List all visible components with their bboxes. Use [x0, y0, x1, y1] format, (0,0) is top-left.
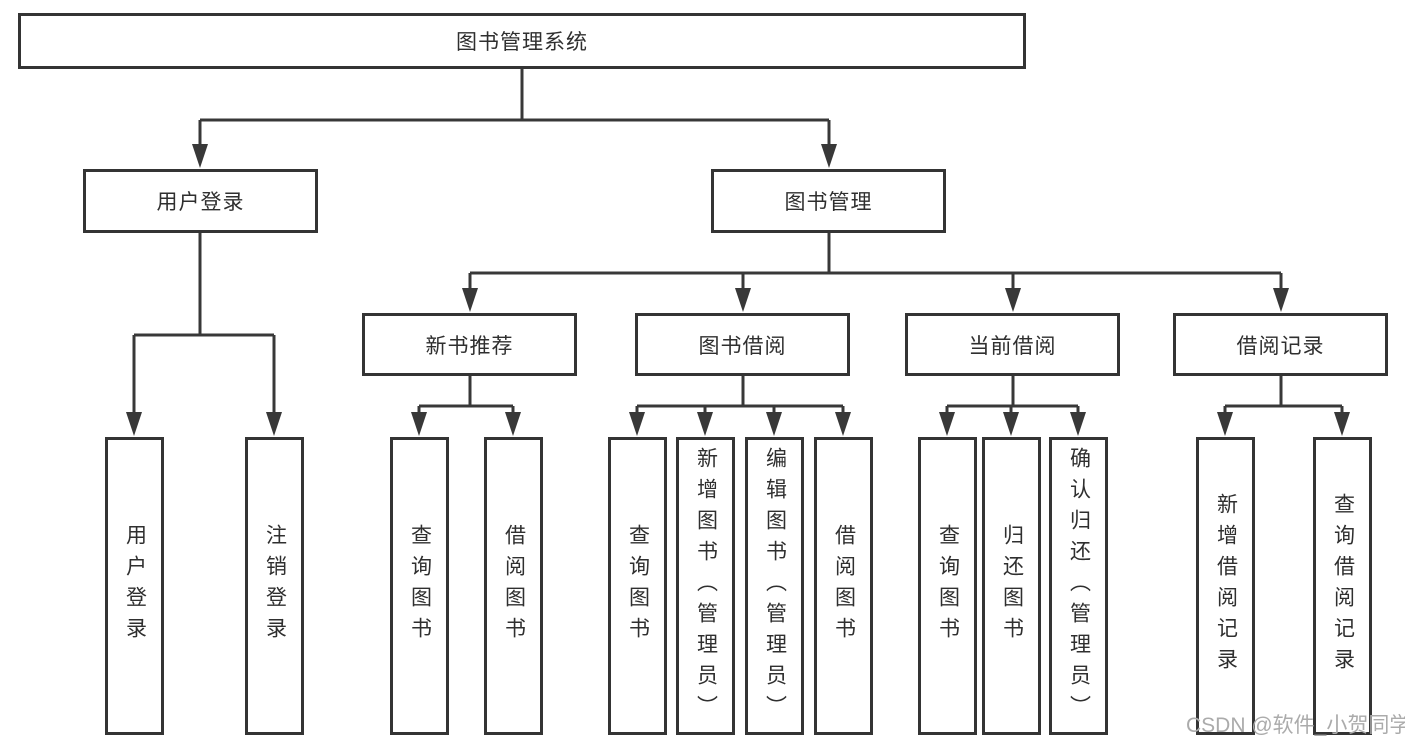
node-library-management-system: 图书管理系统 [18, 13, 1026, 69]
arrowheads [126, 144, 1350, 436]
leaf-add-borrow-record: 新增借阅记录 [1196, 437, 1255, 735]
node-label: 查询借阅记录 [1331, 493, 1355, 679]
leaf-query-books-recommend: 查询图书 [390, 437, 449, 735]
node-label: 注销登录 [263, 524, 287, 648]
connector-paths [132, 69, 1344, 418]
node-label: 新增图书（管理员） [694, 446, 718, 726]
node-label: 查询图书 [626, 524, 650, 648]
node-label: 新增借阅记录 [1214, 493, 1238, 679]
leaf-query-books-current: 查询图书 [918, 437, 977, 735]
node-label: 当前借阅 [968, 334, 1057, 358]
node-label: 确认归还（管理员） [1067, 446, 1091, 726]
leaf-user-login: 用户登录 [105, 437, 164, 735]
node-label: 图书管理系统 [456, 31, 588, 54]
node-user-login: 用户登录 [83, 169, 318, 233]
node-book-management: 图书管理 [711, 169, 946, 233]
node-label: 查询图书 [408, 524, 432, 648]
leaf-add-books-admin: 新增图书（管理员） [676, 437, 735, 735]
leaf-query-books-borrow: 查询图书 [608, 437, 667, 735]
leaf-edit-books-admin: 编辑图书（管理员） [745, 437, 804, 735]
node-label: 用户登录 [156, 191, 245, 214]
node-label: 编辑图书（管理员） [763, 446, 787, 726]
node-label: 查询图书 [936, 524, 960, 648]
leaf-borrow-books: 借阅图书 [814, 437, 873, 735]
node-label: 借阅图书 [832, 524, 856, 648]
leaf-return-books: 归还图书 [982, 437, 1041, 735]
leaf-confirm-return-admin: 确认归还（管理员） [1049, 437, 1108, 735]
node-new-book-recommend: 新书推荐 [362, 313, 577, 376]
node-label: 借阅图书 [502, 524, 526, 648]
node-current-borrow: 当前借阅 [905, 313, 1120, 376]
leaf-borrow-books-recommend: 借阅图书 [484, 437, 543, 735]
node-label: 图书借阅 [698, 334, 787, 358]
leaf-query-borrow-record: 查询借阅记录 [1313, 437, 1372, 735]
node-label: 图书管理 [784, 191, 873, 214]
node-label: 归还图书 [1000, 524, 1024, 648]
node-borrow-records: 借阅记录 [1173, 313, 1388, 376]
node-label: 用户登录 [123, 524, 147, 648]
node-label: 借阅记录 [1236, 334, 1325, 358]
node-label: 新书推荐 [425, 334, 514, 358]
csdn-watermark: CSDN @软件_小贺同学 [1186, 714, 1405, 737]
node-book-borrow: 图书借阅 [635, 313, 850, 376]
leaf-logout: 注销登录 [245, 437, 304, 735]
